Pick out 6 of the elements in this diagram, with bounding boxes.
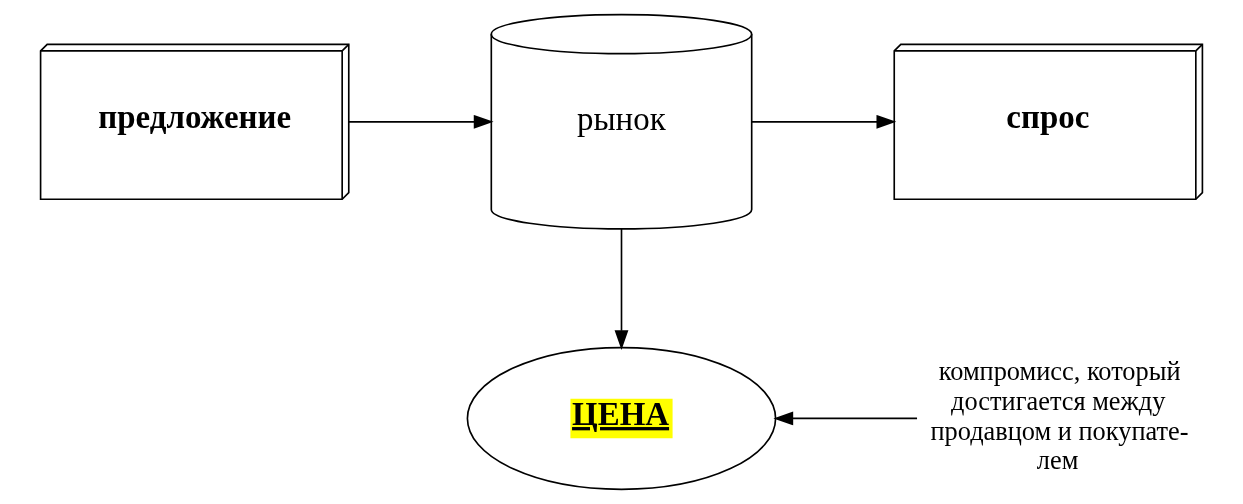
- arrow: [614, 228, 629, 350]
- arrow: [348, 114, 494, 129]
- node-ellipse: ЦЕНА: [466, 346, 777, 491]
- arrow: [773, 411, 918, 426]
- arrow: [751, 114, 897, 129]
- node-text: компромисс, который достигается между продавцом и покупате- лем: [930, 357, 1189, 476]
